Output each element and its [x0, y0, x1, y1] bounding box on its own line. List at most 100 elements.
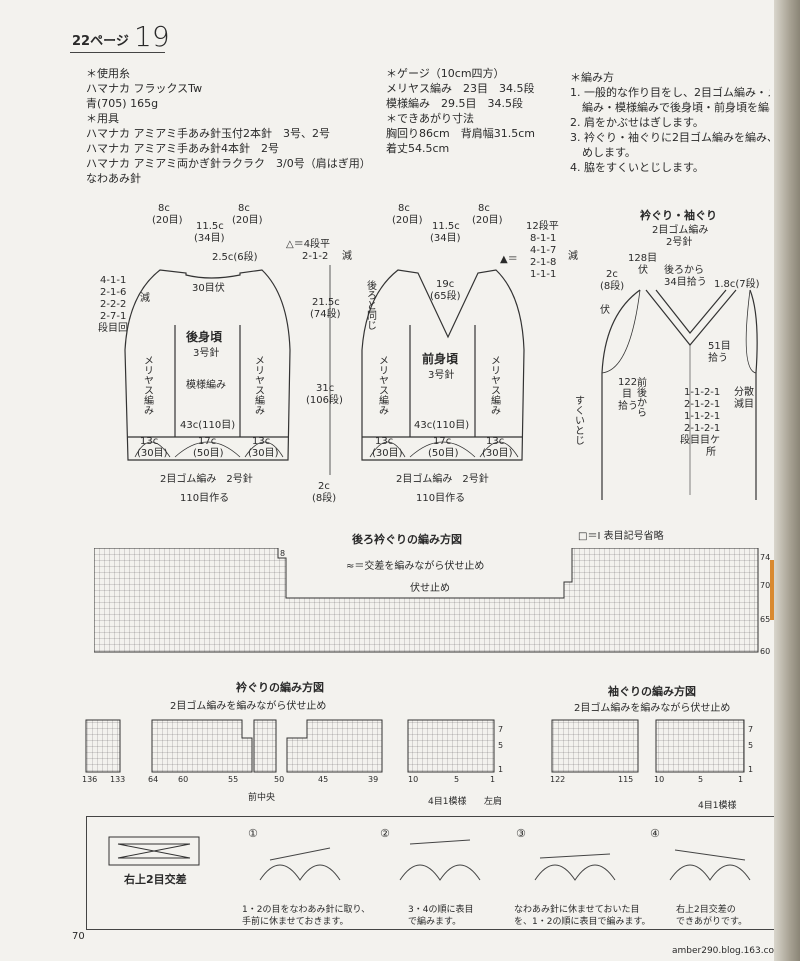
- cross-num-2: ②: [380, 827, 390, 840]
- front-marks: ▲＝: [500, 254, 518, 265]
- method-block: ＊編み方 1. 一般的な作り目をし、2目ゴム編み・メリヤス 編み・模様編みで後身…: [570, 70, 770, 175]
- tool-4: なわあみ針: [86, 172, 141, 185]
- back-w30-left: (30目): [137, 448, 168, 459]
- collar-dist: 分散: [734, 385, 754, 398]
- collar-51b: 拾う: [708, 351, 728, 364]
- method-step-4: 4. 脇をすくいとじします。: [570, 161, 704, 174]
- back-side-left: メリヤス編み: [142, 355, 154, 415]
- front-side-right: メリヤス編み: [489, 355, 501, 415]
- gauge-block: ＊ゲージ（10cm四方） メリヤス編み 23目 34.5段 模様編み 29.5目…: [386, 66, 535, 156]
- collar-128: 128目: [628, 253, 657, 264]
- chart-neck-legend: 2目ゴム編みを編みながら伏せ止め: [170, 701, 327, 712]
- neck-col-136: 136: [82, 775, 97, 784]
- neck-row-1: 1: [498, 765, 503, 774]
- front-dim-8c-left: 8c: [398, 203, 410, 214]
- collar-dist-2: 減目: [734, 397, 754, 410]
- sleeve-col-5: 5: [698, 775, 703, 784]
- h-106: (106段): [306, 393, 343, 406]
- collar-sukui: すくいとじ: [573, 395, 585, 445]
- neck-col-39: 39: [368, 775, 378, 784]
- chart-back-row-60: 60: [760, 647, 770, 656]
- method-step-3a: 3. 衿ぐり・袖ぐりに2目ゴム編みを編み、伏せ止: [570, 131, 770, 144]
- collar-back34-b: 34目拾う: [664, 275, 707, 288]
- shoulder-a: △＝4段平: [286, 237, 330, 250]
- front-dim-8c-right: 8c: [478, 203, 490, 214]
- sleeve-row-1: 1: [748, 765, 753, 774]
- book-spine: [774, 0, 800, 961]
- collar-dec-label-2: 所: [706, 446, 716, 458]
- h-31: 31c: [316, 383, 334, 394]
- front-dec-word: 減: [568, 249, 578, 262]
- neck-col-10: 10: [408, 775, 418, 784]
- back-dim-8c-right: 8c: [238, 203, 250, 214]
- front-same-as-back: 後ろと同じ: [365, 279, 377, 330]
- chart-neck-title: 衿ぐりの編み方図: [236, 681, 324, 694]
- collar-51: 51目: [708, 341, 731, 352]
- h-2: 2c: [318, 481, 330, 492]
- back-dec-1: 4-1-1: [100, 275, 126, 286]
- collar-dec-3: 1-1-2-1: [684, 411, 720, 422]
- collar-122c: 拾う: [618, 399, 638, 412]
- h-74: (74段): [310, 307, 341, 320]
- method-step-1b: 編み・模様編みで後身頃・前身頃を編みます。: [582, 101, 770, 114]
- size-line-1: 胸回り86cm 背肩幅31.5cm: [386, 127, 536, 140]
- sleeve-col-115: 115: [618, 775, 633, 784]
- cross-symbol-icon: ≈: [346, 561, 355, 572]
- h-215: 21.5c: [312, 297, 340, 308]
- back-title: 後身頃: [186, 329, 223, 344]
- back-dec-word: 減: [140, 291, 150, 304]
- back-side-right: メリヤス編み: [253, 355, 265, 415]
- sleeve-rep: 4目1模様: [698, 799, 736, 811]
- method-title: ＊編み方: [570, 71, 614, 84]
- back-needle: 3号針: [193, 346, 219, 359]
- collar-back34-a: 後ろから: [664, 263, 704, 276]
- collar-18: 1.8c(7段): [714, 277, 760, 290]
- back-dim-115: 11.5c: [196, 221, 224, 232]
- front-w17: 17c: [433, 436, 451, 447]
- collar-front-back: 前後から: [635, 376, 647, 417]
- front-body-schematic: [361, 269, 525, 461]
- sleeve-col-1: 1: [738, 775, 743, 784]
- front-r4: 1-1-1: [530, 269, 556, 280]
- tools-title: ＊用具: [86, 112, 119, 125]
- collar-8: (8段): [600, 279, 624, 292]
- legend-1-icon: Ⅰ: [597, 531, 601, 542]
- front-dim-34: (34目): [430, 233, 461, 244]
- neck-col-1: 1: [490, 775, 495, 784]
- shoulder-c: 減: [342, 249, 352, 262]
- legend-omit: 表目記号省略: [603, 531, 664, 542]
- front-dim-20-right: (20目): [472, 215, 503, 226]
- method-step-1a: 1. 一般的な作り目をし、2目ゴム編み・メリヤス: [570, 86, 770, 99]
- neck-row-5: 5: [498, 741, 503, 750]
- front-r3: 2-1-8: [530, 257, 556, 268]
- front-w13-left: 13c: [375, 436, 393, 447]
- method-step-3b: めします。: [582, 146, 636, 159]
- back-w50: (50目): [193, 448, 224, 459]
- cross-num-1: ①: [248, 827, 258, 840]
- collar-dec-label: 段目目ケ: [680, 433, 720, 446]
- back-center-pattern: 模様編み: [186, 378, 226, 391]
- back-w13-left: 13c: [140, 436, 158, 447]
- collar-title: 衿ぐり・袖ぐり: [640, 208, 717, 222]
- neck-col-64: 64: [148, 775, 158, 784]
- back-dec-3: 2-2-2: [100, 299, 126, 310]
- tool-1: ハマナカ アミアミ手あみ針玉付2本針 3号、2号: [86, 127, 331, 140]
- chart-sleeve-legend: 2目ゴム編みを編みながら伏せ止め: [574, 703, 731, 714]
- header-rule: [70, 52, 165, 53]
- back-w30-right: (30目): [248, 448, 279, 459]
- back-w17: 17c: [198, 436, 216, 447]
- chart-neck-grid: 136 133 64 60 55 50 45 39 10 5 1 7 5 1 前…: [82, 719, 503, 807]
- shoulder-b: 2-1-2: [302, 251, 328, 262]
- collar-fuse: 伏: [600, 303, 610, 316]
- neck-col-133: 133: [110, 775, 125, 784]
- front-title: 前身頃: [422, 351, 459, 366]
- chart-back-legend-sym: □＝Ⅰ 表目記号省略: [578, 530, 664, 543]
- page-ref: 22ページ: [72, 34, 129, 49]
- back-rib: 2目ゴム編み 2号針: [160, 472, 253, 485]
- neck-center: 前中央: [248, 791, 275, 803]
- back-dim-20-left: (20目): [152, 215, 183, 226]
- chart-back-row-8: 8: [280, 549, 285, 558]
- chart-back-row-74: 74: [760, 553, 770, 562]
- method-step-2: 2. 肩をかぶせはぎします。: [570, 116, 704, 129]
- collar-128-fuse: 伏: [638, 263, 648, 276]
